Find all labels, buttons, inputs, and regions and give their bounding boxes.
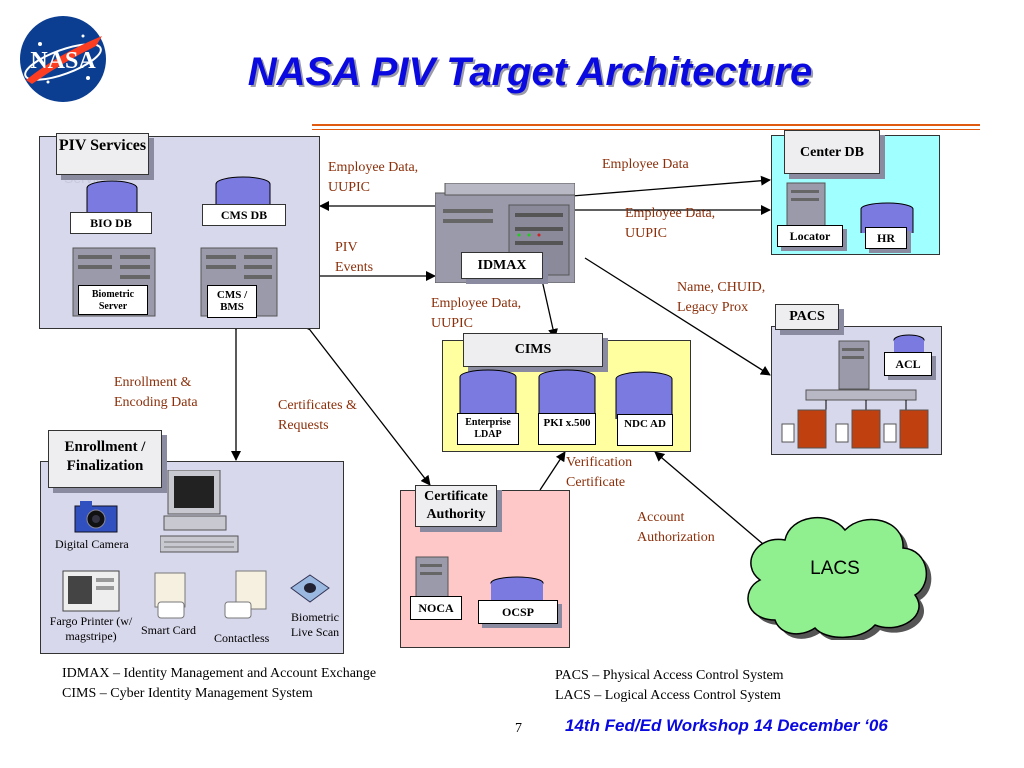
computer-icon bbox=[159, 469, 240, 565]
locator-label: Locator bbox=[777, 225, 843, 247]
contactless-icon bbox=[224, 570, 268, 625]
pki-x500-label: PKI x.500 bbox=[538, 413, 596, 445]
lacs-cloud bbox=[735, 510, 935, 645]
noca-label: NOCA bbox=[410, 596, 462, 620]
legend-idmax: IDMAX – Identity Management and Account … bbox=[62, 666, 377, 681]
contactless-label: Contactless bbox=[214, 631, 270, 645]
cms-db-label: CMS DB bbox=[202, 204, 286, 226]
flow-employee-data-uupic-2: Employee Data, UUPIC bbox=[625, 206, 716, 241]
smart-card-icon bbox=[154, 572, 188, 625]
fargo-printer-icon bbox=[62, 570, 120, 617]
biometric-server-label: Biometric Server bbox=[78, 285, 148, 315]
digital-camera-icon bbox=[74, 500, 118, 539]
arrow-certificates-requests bbox=[300, 319, 431, 486]
arrow-idmax-to-cims bbox=[541, 279, 558, 339]
flow-employee-data-uupic-1: Employee Data, UUPIC bbox=[328, 160, 419, 195]
hr-label: HR bbox=[865, 227, 907, 249]
arrow-centerdb-idmax bbox=[562, 175, 771, 202]
enterprise-ldap-cylinder bbox=[459, 369, 517, 424]
svg-text:NASA: NASA bbox=[30, 48, 96, 74]
hr-db-cylinder bbox=[860, 202, 914, 239]
flow-certificates-requests: Certificates & Requests bbox=[278, 398, 357, 433]
pacs-server-icon bbox=[838, 340, 870, 395]
arrow-idmax-to-pacs bbox=[584, 257, 771, 376]
legend-cims: CIMS – Cyber Identity Management System bbox=[62, 686, 313, 701]
idmax-label: IDMAX bbox=[461, 252, 543, 279]
cims-tag: CIMS bbox=[463, 333, 603, 367]
enterprise-ldap-label: Enterprise LDAP bbox=[457, 413, 519, 445]
bio-db-cylinder bbox=[86, 180, 138, 221]
piv-services-tag: PIV Services bbox=[56, 133, 149, 175]
pki-x500-cylinder bbox=[538, 369, 596, 424]
center-db-tag: Center DB bbox=[784, 130, 880, 174]
certificate-authority-tag: Certificate Authority bbox=[415, 485, 497, 527]
smart-card-label: Smart Card bbox=[141, 623, 196, 637]
bio-db-label: BIO DB bbox=[70, 212, 152, 234]
legend-pacs: PACS – Physical Access Control System bbox=[555, 668, 784, 683]
flow-verification-certificate: Verification Certificate bbox=[566, 455, 633, 490]
fargo-printer-label: Fargo Printer (w/ magstripe) bbox=[49, 614, 133, 643]
flow-name-chuid: Name, CHUID, Legacy Prox bbox=[677, 280, 766, 315]
flow-piv-events: PIV Events bbox=[335, 240, 374, 275]
biometric-live-scan-label: Biometric Live Scan bbox=[290, 610, 340, 639]
flow-employee-data: Employee Data bbox=[602, 157, 689, 172]
ocsp-label: OCSP bbox=[478, 600, 558, 624]
nasa-logo: NASA bbox=[18, 14, 108, 104]
door-controllers-icon bbox=[776, 384, 936, 455]
page-number: 7 bbox=[515, 721, 522, 736]
biometric-live-scan-icon bbox=[290, 574, 330, 609]
lacs-label: LACS bbox=[810, 558, 860, 579]
digital-camera-label: Digital Camera bbox=[55, 537, 129, 551]
page-title: NASA PIV Target Architecture bbox=[247, 50, 813, 94]
acl-label: ACL bbox=[884, 352, 932, 376]
ndc-ad-label: NDC AD bbox=[617, 414, 673, 446]
cms-bms-label: CMS / BMS bbox=[207, 285, 257, 318]
enrollment-tag: Enrollment / Finalization bbox=[48, 430, 162, 488]
flow-employee-data-uupic-3: Employee Data, UUPIC bbox=[431, 296, 522, 331]
flow-account-authorization: Account Authorization bbox=[637, 510, 715, 545]
footer-workshop: 14th Fed/Ed Workshop 14 December ‘06 bbox=[565, 716, 888, 735]
legend-lacs: LACS – Logical Access Control System bbox=[555, 688, 781, 703]
ndc-ad-cylinder bbox=[615, 371, 673, 426]
title-divider bbox=[312, 124, 980, 126]
arrow-account-authorization bbox=[654, 451, 771, 551]
title-divider-thin bbox=[312, 129, 980, 130]
pacs-tag: PACS bbox=[775, 304, 839, 330]
flow-enrollment-encoding: Enrollment & Encoding Data bbox=[114, 375, 198, 410]
arrow-verification-certificate bbox=[539, 451, 566, 491]
